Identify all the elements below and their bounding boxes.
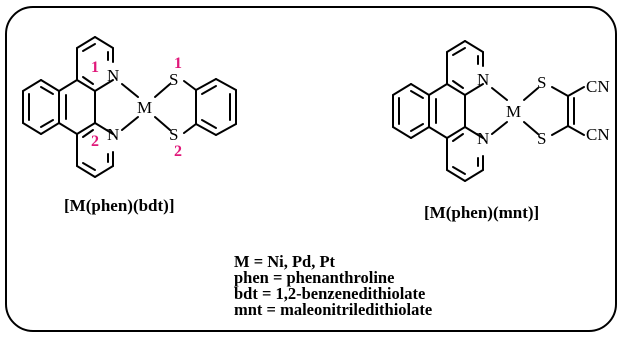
right-phen-ring-outer: [392, 83, 430, 139]
right-atom-n1: N: [477, 70, 489, 89]
left-atom-n1: N: [107, 66, 119, 85]
left-number-s1: 1: [174, 55, 182, 72]
left-phen-ring-outer: [22, 79, 60, 135]
legend-line-bdt: bdt = 1,2-benzenedithiolate: [234, 284, 426, 303]
left-phen-ring-bottom: [76, 122, 114, 178]
right-complex-caption: [M(phen)(mnt)]: [424, 203, 540, 222]
legend-line-metal: M = Ni, Pd, Pt: [234, 252, 336, 271]
right-atom-metal: M: [506, 102, 521, 121]
left-bdt-ring: [183, 78, 237, 136]
right-phen-ring-top: [446, 40, 484, 96]
right-atom-n2: N: [477, 129, 489, 148]
right-atom-s2: S: [537, 129, 546, 148]
right-atom-s1: S: [537, 73, 546, 92]
diagram-frame: [5, 6, 617, 332]
left-phen-ring-center: [58, 79, 96, 135]
left-phen-ring-top: [76, 36, 114, 92]
left-number-s2: 2: [174, 143, 182, 160]
left-atom-s1: S: [169, 70, 178, 89]
left-atom-n2: N: [107, 125, 119, 144]
right-phen-ring-center: [428, 83, 466, 139]
legend-line-phen: phen = phenanthroline: [234, 268, 395, 287]
right-mnt-chain: [551, 86, 585, 136]
left-complex-caption: [M(phen)(bdt)]: [64, 196, 175, 215]
left-number-n1: 1: [91, 59, 99, 76]
legend-block: M = Ni, Pd, Pt phen = phenanthroline bdt…: [234, 252, 433, 319]
left-number-n2: 2: [91, 133, 99, 150]
legend-line-mnt: mnt = maleonitriledithiolate: [234, 300, 433, 319]
right-phen-ring-bottom: [446, 126, 484, 182]
right-atom-cn2: CN: [586, 125, 610, 144]
left-atom-metal: M: [137, 98, 152, 117]
right-atom-cn1: CN: [586, 77, 610, 96]
left-atom-s2: S: [169, 125, 178, 144]
